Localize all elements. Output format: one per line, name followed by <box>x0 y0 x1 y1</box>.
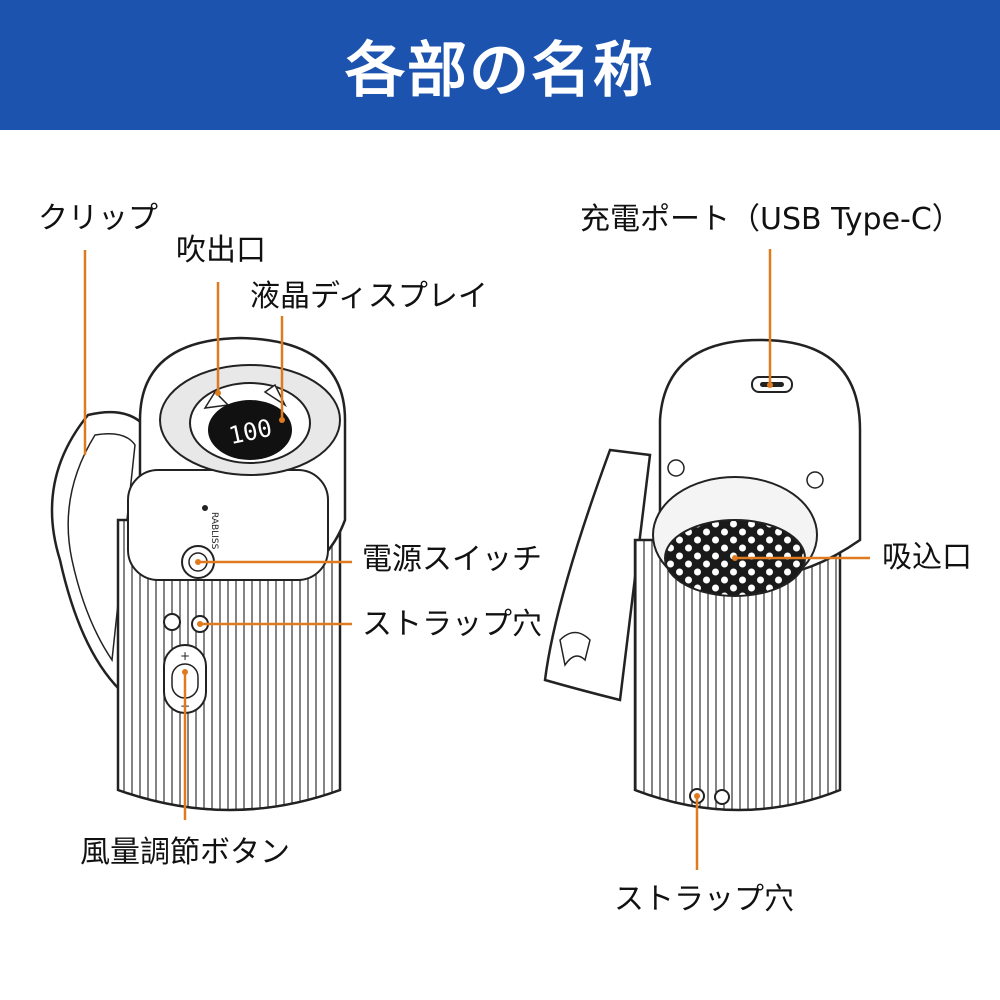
left-front-panel <box>127 469 329 581</box>
header-banner: 各部の名称 <box>0 0 1000 130</box>
right-clip <box>543 448 652 702</box>
label-lcd: 液晶ディスプレイ <box>250 279 488 314</box>
label-power-switch: 電源スイッチ <box>362 542 542 577</box>
label-strap-hole-right: ストラップ穴 <box>614 882 794 917</box>
label-clip: クリップ <box>38 201 158 236</box>
plus-sign: + <box>180 649 190 663</box>
label-charge-port: 充電ポート（USB Type-C） <box>580 202 962 237</box>
left-device: 100 RABLISS + − <box>50 336 347 812</box>
label-wind-button: 風量調節ボタン <box>80 835 290 870</box>
lcd-display <box>208 400 292 460</box>
left-strap-hole-1 <box>163 613 181 631</box>
right-device <box>543 338 862 812</box>
brand-logo: RABLISS <box>209 512 219 550</box>
leader-lines <box>83 249 870 870</box>
label-strap-hole-left: ストラップ穴 <box>362 607 542 642</box>
page-title: 各部の名称 <box>345 35 655 106</box>
right-strap-hole-2 <box>714 789 730 805</box>
label-intake: 吸込口 <box>882 540 972 575</box>
label-outlet: 吹出口 <box>176 233 266 268</box>
